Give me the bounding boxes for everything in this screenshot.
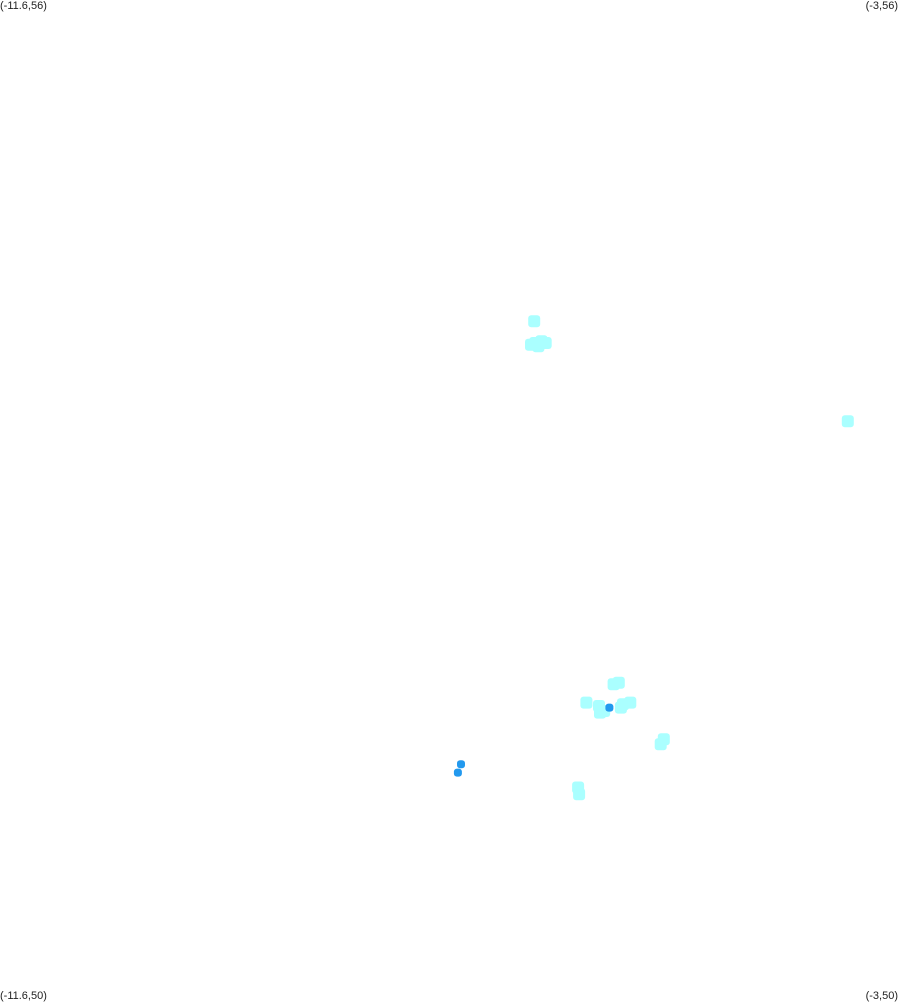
rain-cell-light <box>624 696 637 709</box>
corner-label-top-left: (-11.6,56) <box>0 0 47 12</box>
rain-cell-light <box>532 340 545 353</box>
rain-cell-light <box>580 696 593 709</box>
rain-cell-light <box>594 706 606 719</box>
rain-cell-light <box>573 788 586 801</box>
rain-cell-mid <box>605 703 614 712</box>
rain-cell-light <box>612 676 625 689</box>
corner-label-top-right: (-3,56) <box>865 0 898 12</box>
rain-cell-light <box>654 738 667 751</box>
rain-cell-mid <box>453 768 462 777</box>
rain-cell-mid <box>457 760 465 769</box>
rain-cell-light <box>841 415 854 428</box>
rain-cell-light <box>614 701 627 714</box>
cells-layer <box>453 315 854 801</box>
rain-cell-light <box>528 315 541 328</box>
